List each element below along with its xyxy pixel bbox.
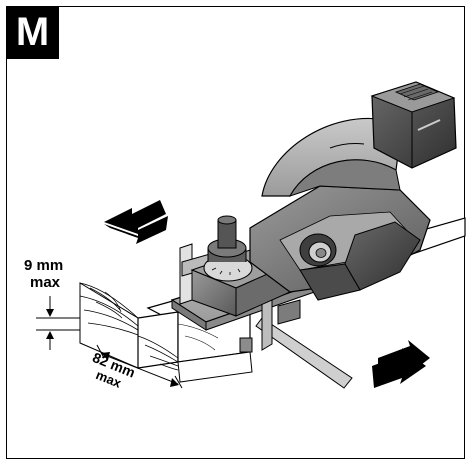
depth-dimension-qualifier: max xyxy=(30,274,61,291)
chip-ejector xyxy=(299,233,337,267)
figure-letter: M xyxy=(6,6,59,59)
depth-knob xyxy=(203,215,253,282)
depth-dimension-lines xyxy=(36,296,80,350)
feed-direction-arrow-icon xyxy=(104,200,168,244)
width-dimension-lines xyxy=(96,344,183,389)
chip-ejection-arrow-icon xyxy=(372,340,430,388)
battery-pack xyxy=(370,81,457,169)
depth-dimension-value: 9 mm xyxy=(24,257,64,274)
parallel-guide xyxy=(239,297,353,389)
